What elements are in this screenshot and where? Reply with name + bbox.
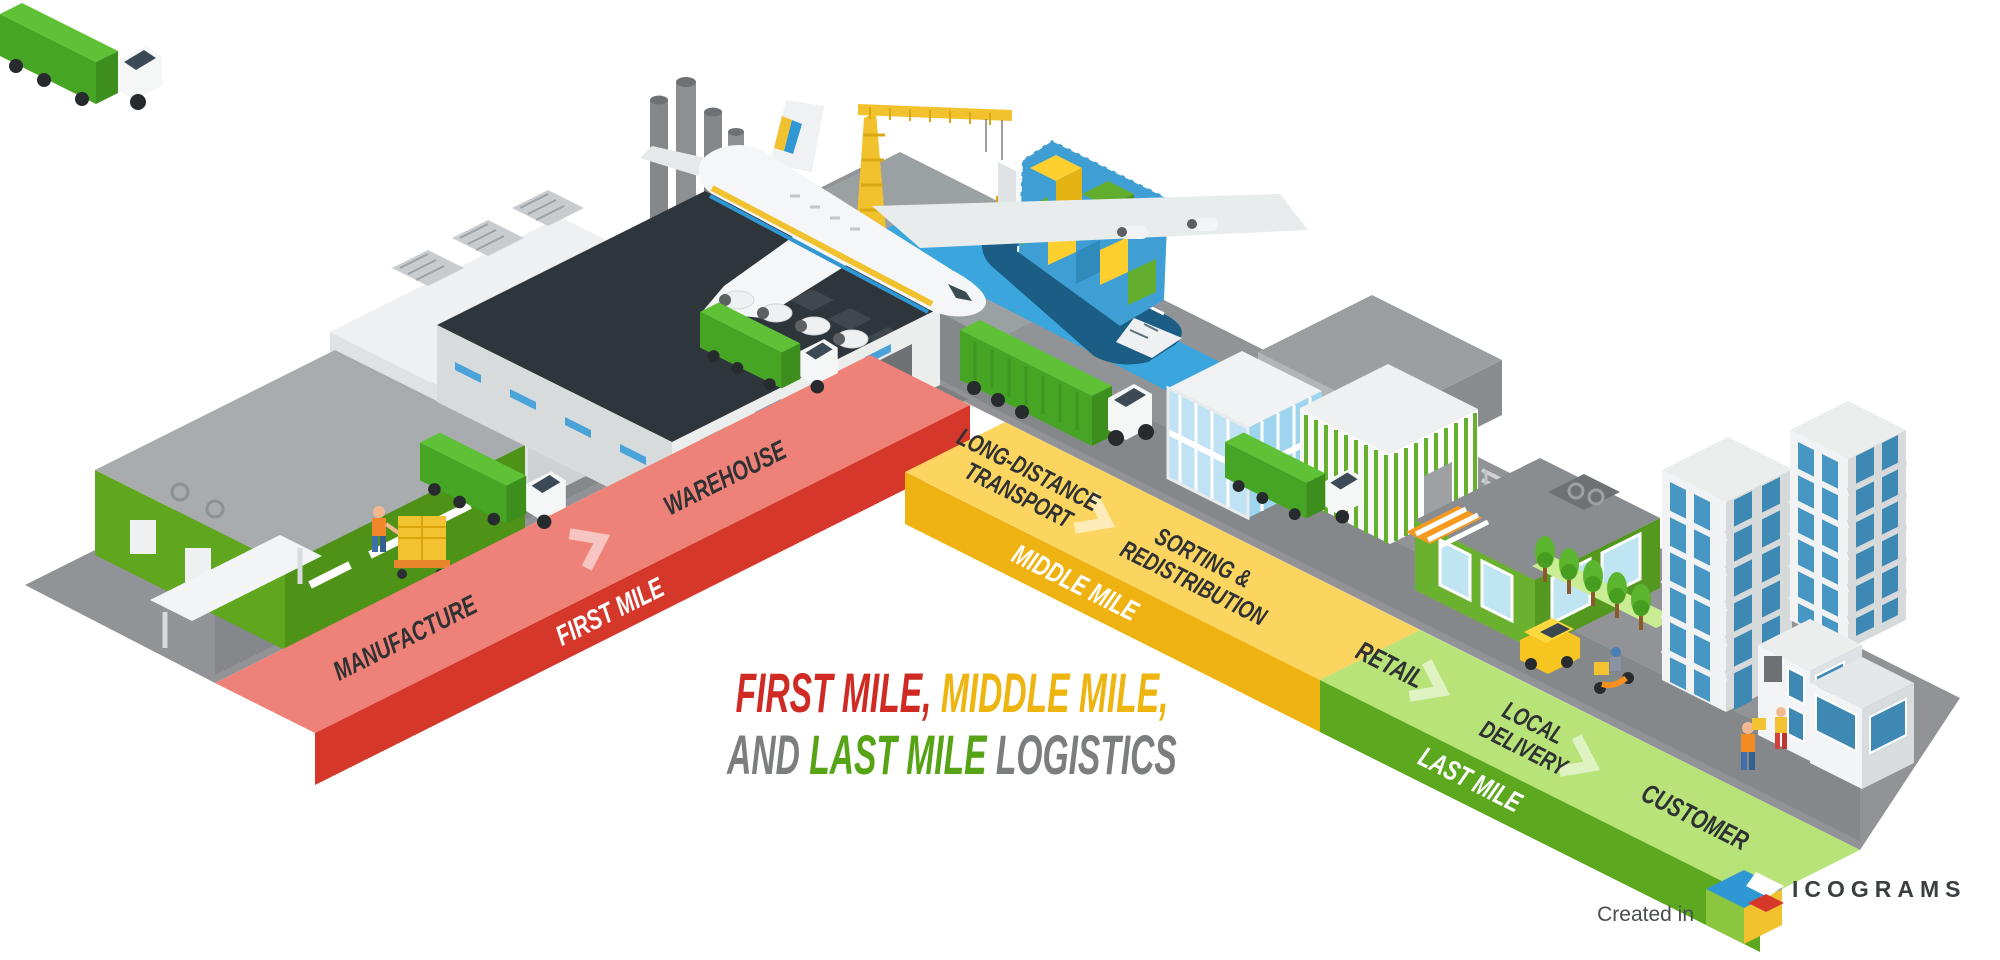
direction-arrow [1558,734,1601,777]
first-mile-band [215,355,970,785]
direction-arrow [1408,659,1451,702]
attribution: Created in ICOGRAMS [1597,870,1967,944]
street-trees [1532,536,1676,630]
direction-arrow [568,528,611,571]
awning [1406,506,1490,549]
delivery-scooter [1594,647,1634,694]
title-last-mile: LAST MILE [809,723,987,786]
page-title: FIRST MILE, MIDDLE MILE, AND LAST MILE L… [726,661,1177,786]
direction-arrow [1073,491,1116,534]
icograms-logo-icon [1706,870,1784,944]
delivery-van [1520,618,1580,674]
factory-canopy [150,535,322,621]
customer-with-package [1741,718,1766,770]
created-in-text: Created in [1597,903,1694,926]
title-first-mile: FIRST MILE, [736,661,932,724]
pedestrian [1775,707,1787,749]
gantry-crane [856,104,1012,232]
plane-engines [719,290,869,349]
title-middle-mile: MIDDLE MILE, [941,661,1169,724]
icograms-brand-text: ICOGRAMS [1792,876,1967,902]
svg-text:FIRST MILE, MIDDLE MI: FIRST MILE, MIDDLE MILE, [736,661,1169,724]
middle-mile-band [905,422,1420,732]
title-logistics: LOGISTICS [996,723,1177,786]
long-haul-semi-truck [960,320,1154,446]
svg-text:AND LAST MILE: AND LAST MILE LOGISTICS [726,723,1177,786]
customer-house [1758,619,1914,789]
cargo-plane [640,100,1308,349]
pallet-boxes [394,516,450,579]
factory-worker [372,506,402,552]
title-and: AND [726,723,809,786]
